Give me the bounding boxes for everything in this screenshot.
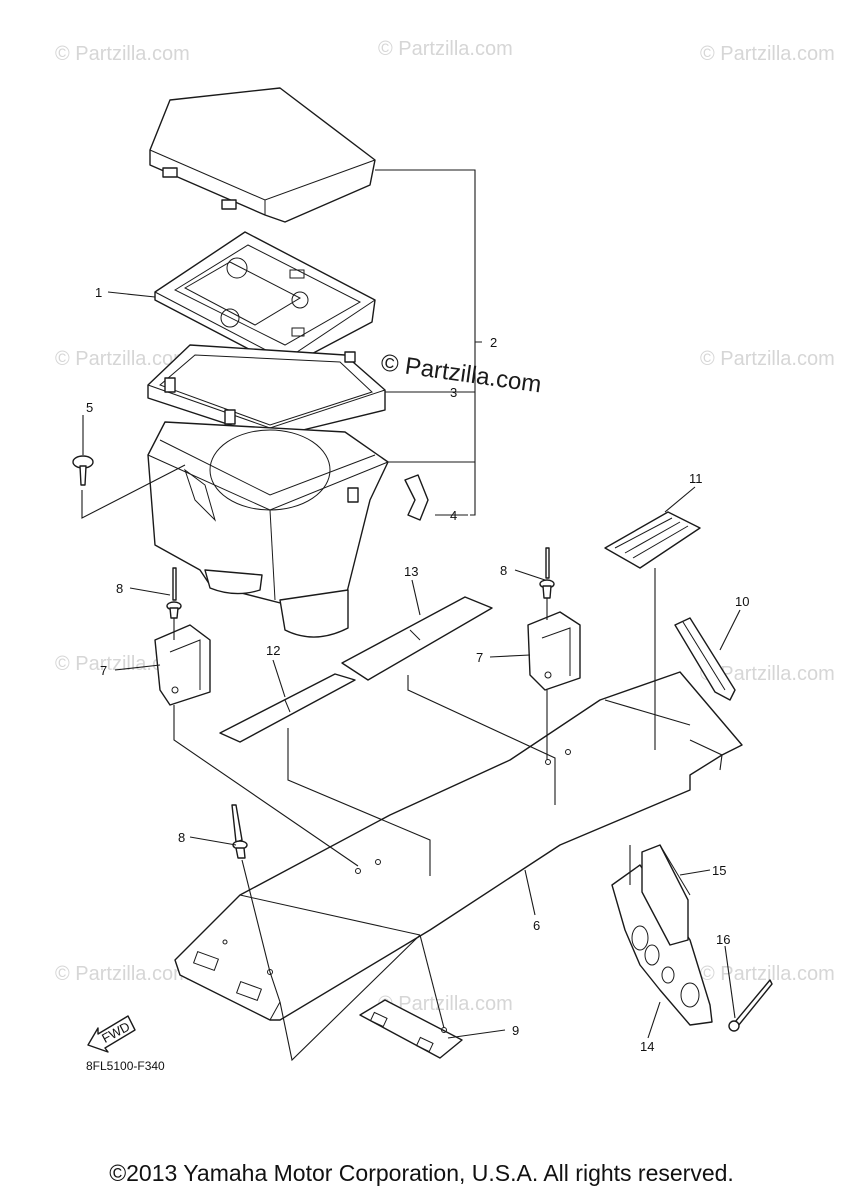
screw-part-5 (72, 455, 94, 486)
watermark-top-center: © Partzilla.com (378, 38, 513, 60)
watermark-lower-left: © Partzilla.com (55, 653, 190, 675)
callout-7-left: 7 (100, 663, 107, 678)
rivet-part-8-left (166, 567, 182, 619)
pad-part-9 (359, 999, 463, 1059)
watermark-bottom-right: © Partzilla.com (700, 963, 835, 985)
parts-diagram: © Partzilla.com © Partzilla.com © Partzi… (55, 38, 835, 1073)
floor-plate (174, 671, 743, 1021)
callout-leaders (82, 291, 741, 1039)
strip-part-12 (219, 673, 356, 743)
storage-box (147, 421, 389, 638)
rivet-part-8-bottom (231, 804, 248, 859)
callout-8-bottom: 8 (178, 830, 185, 845)
callout-12: 12 (266, 643, 280, 658)
watermark-bottom-left: © Partzilla.com (55, 963, 190, 985)
clip-part-4 (404, 474, 429, 521)
callout-11: 11 (689, 471, 703, 486)
callout-13: 13 (404, 564, 418, 579)
callout-14: 14 (640, 1039, 654, 1054)
callout-2: 2 (490, 335, 497, 350)
copyright-notice: ©2013 Yamaha Motor Corporation, U.S.A. A… (109, 1160, 734, 1186)
watermark-lower-right: © Partzilla.com (700, 663, 835, 685)
callout-7-right: 7 (476, 650, 483, 665)
pin-part-16 (728, 979, 773, 1032)
watermark-mid-left: © Partzilla.com (55, 348, 190, 370)
callout-8-right: 8 (500, 563, 507, 578)
callout-9: 9 (512, 1023, 519, 1038)
watermark-top-right: © Partzilla.com (700, 43, 835, 65)
assembly-lines (173, 568, 723, 1062)
fwd-arrow-icon: FWD (87, 1015, 136, 1053)
callout-15: 15 (712, 863, 726, 878)
callout-3: 3 (450, 385, 457, 400)
callout-8-left: 8 (116, 581, 123, 596)
callout-4: 4 (450, 508, 457, 523)
callout-1: 1 (95, 285, 102, 300)
bracket-part-7-left (154, 624, 211, 706)
callout-5: 5 (86, 400, 93, 415)
mat-part-11 (604, 511, 701, 569)
watermark-main: © Partzilla.com (379, 349, 543, 398)
callout-6: 6 (533, 918, 540, 933)
box-lid (149, 87, 376, 223)
watermark-mid-right: © Partzilla.com (700, 348, 835, 370)
watermark-top-left: © Partzilla.com (55, 43, 190, 65)
diagram-code: 8FL5100-F340 (86, 1059, 165, 1073)
callout-2-bracket (375, 169, 482, 516)
callout-16: 16 (716, 932, 730, 947)
rivet-part-8-right (539, 547, 555, 599)
callout-10: 10 (735, 594, 749, 609)
strip-part-13 (341, 596, 493, 681)
block-part-15 (641, 844, 691, 946)
box-gasket-frame (147, 344, 386, 439)
tool-tray (154, 231, 376, 369)
hose-part-10 (674, 617, 736, 701)
bracket-part-7-right (527, 611, 581, 691)
watermark-bottom-center: © Partzilla.com (378, 993, 513, 1015)
